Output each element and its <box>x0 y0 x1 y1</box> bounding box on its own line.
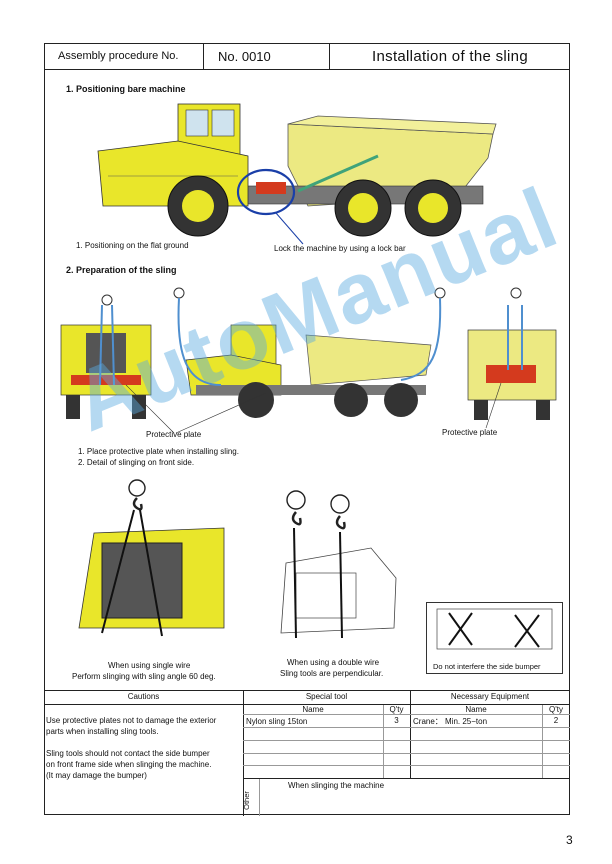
double-wire-illustration <box>280 490 397 639</box>
caution-1-line-1: Use protective plates not to damage the … <box>46 716 217 725</box>
truck-side-illustration <box>97 103 497 245</box>
special-tool-header: Special tool <box>305 692 348 701</box>
tool-qty-value: 3 <box>394 716 399 725</box>
protective-plate-label-left: Protective plate <box>146 430 202 439</box>
caption-flat-ground: 1. Positioning on the flat ground <box>76 241 189 250</box>
double-wire-caption-2: Sling tools are perpendicular. <box>280 669 384 678</box>
tool-name-value: Nylon sling 15ton <box>246 717 308 726</box>
equipment-header: Necessary Equipment <box>450 692 530 701</box>
page-title: Installation of the sling <box>372 47 528 65</box>
procedure-number: No. 0010 <box>204 43 330 69</box>
step1-text: 1. Place protective plate when installin… <box>78 447 239 456</box>
single-wire-caption-2: Perform slinging with sling angle 60 deg… <box>72 672 216 681</box>
caption-lock-bar: Lock the machine by using a lock bar <box>274 244 406 253</box>
section2-heading: 2. Preparation of the sling <box>66 265 177 275</box>
caution-2-line-2: on front frame side when slinging the ma… <box>46 760 212 769</box>
info-table: Cautions Special tool Necessary Equipmen… <box>44 690 570 816</box>
equip-qty-col: Q'ty <box>549 705 563 714</box>
double-wire-caption-1: When using a double wire <box>287 658 380 667</box>
header-row: Assembly procedure No. No. 0010 Installa… <box>44 43 570 70</box>
other-text: When slinging the machine <box>288 781 385 790</box>
sling-preparation-illustration <box>60 287 557 434</box>
bumper-warning-box: Do not interfere the side bumper <box>426 602 563 674</box>
other-label-cell: Other <box>242 783 257 813</box>
cautions-header: Cautions <box>127 692 160 701</box>
caution-2: Sling tools should not contact the side … <box>46 748 211 781</box>
bumper-caption: Do not interfere the side bumper <box>433 662 541 671</box>
tool-name-col: Name <box>302 705 324 714</box>
protective-plate-label-right: Protective plate <box>442 428 498 437</box>
single-wire-caption-1: When using single wire <box>108 661 191 670</box>
equip-qty-value: 2 <box>553 716 559 725</box>
caution-1: Use protective plates not to damage the … <box>46 715 216 737</box>
page-frame <box>44 43 570 815</box>
equip-name-value: Crane： Min. 25−ton <box>413 717 488 726</box>
bumper-illustration <box>436 608 553 650</box>
caution-1-line-2: parts when installing sling tools. <box>46 727 159 736</box>
section1-heading: 1. Positioning bare machine <box>66 84 186 94</box>
other-label: Other <box>241 791 251 810</box>
assembly-label: Assembly procedure No. <box>44 43 204 69</box>
page-number: 3 <box>566 833 573 847</box>
caution-2-line-1: Sling tools should not contact the side … <box>46 749 210 758</box>
caution-2-line-3: (It may damage the bumper) <box>46 771 147 780</box>
equip-name-col: Name <box>465 705 487 714</box>
single-wire-illustration <box>78 479 225 637</box>
step2-text: 2. Detail of slinging on front side. <box>78 458 195 467</box>
tool-qty-col: Q'ty <box>389 705 404 714</box>
